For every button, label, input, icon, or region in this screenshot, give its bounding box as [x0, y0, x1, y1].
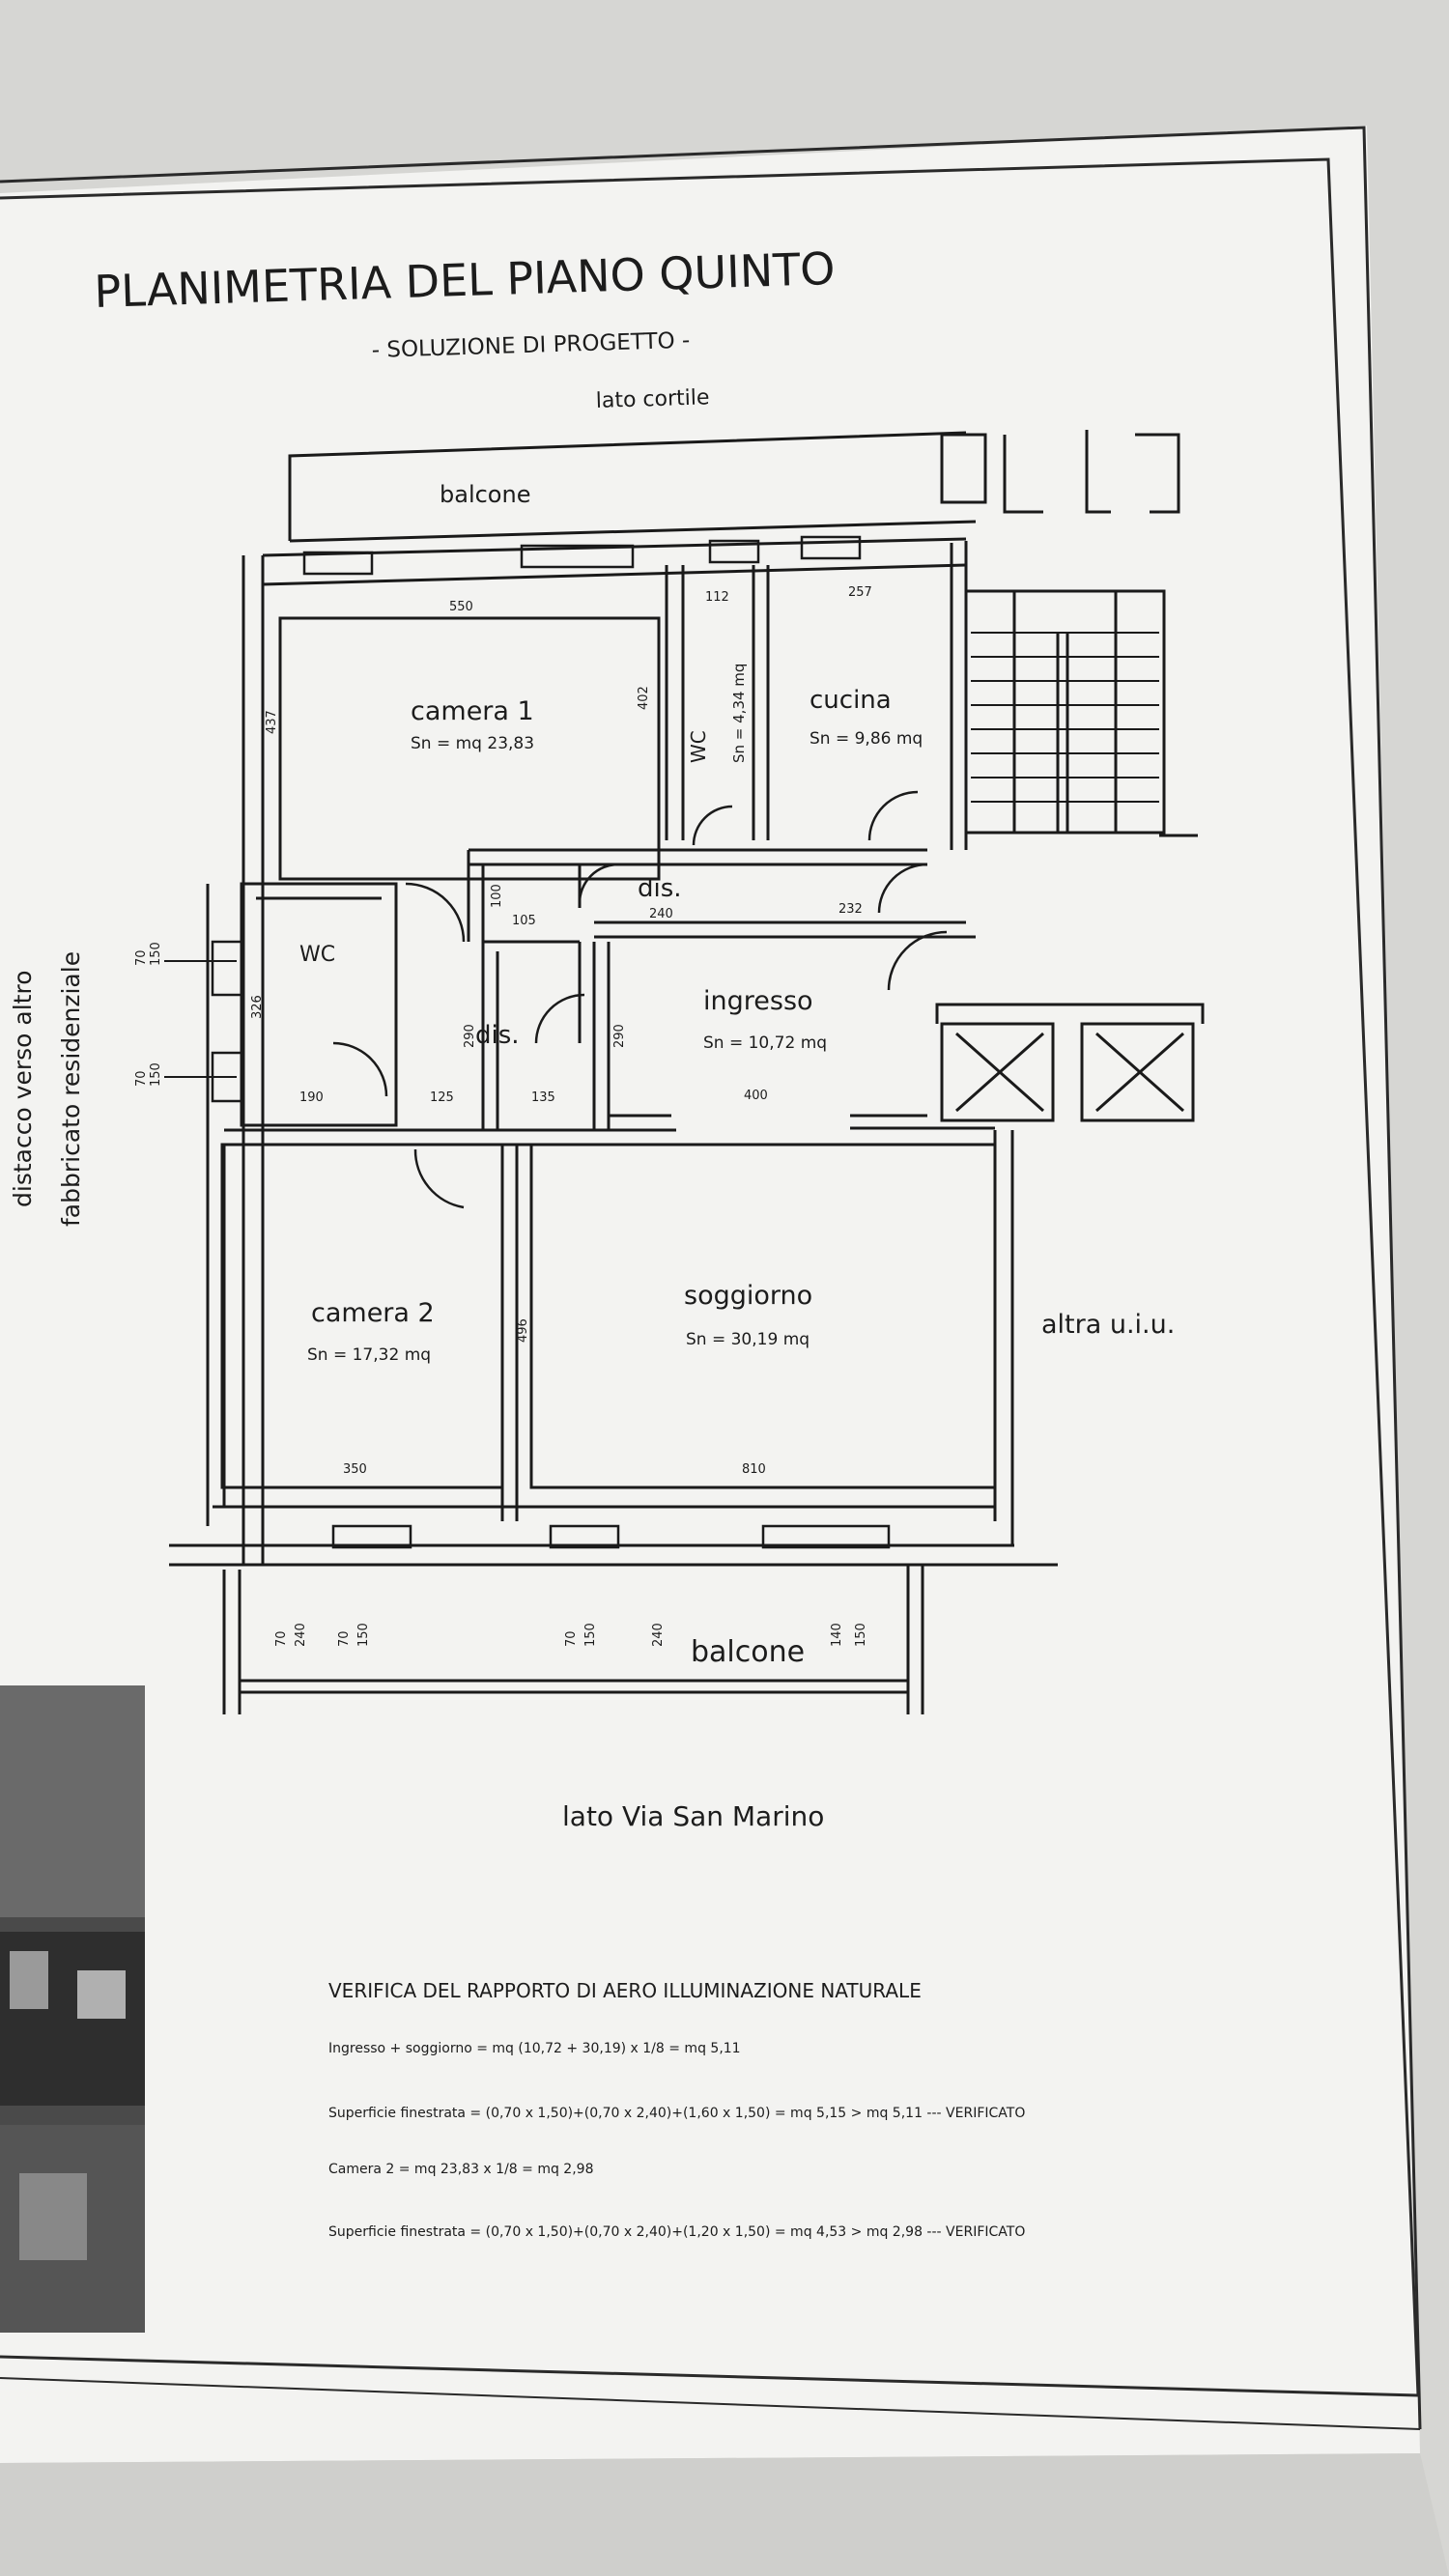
room-wc2-name: WC — [299, 943, 335, 967]
wdim-l1: 150 — [149, 942, 163, 966]
dim-290b: 290 — [612, 1024, 627, 1048]
wdim-b8: 150 — [854, 1623, 868, 1647]
dim-437: 437 — [265, 710, 279, 734]
verification-line1: Ingresso + soggiorno = mq (10,72 + 30,19… — [328, 2041, 741, 2056]
drawing-frame — [0, 126, 1422, 2430]
dim-105: 105 — [512, 914, 536, 928]
wdim-b2: 70 — [337, 1630, 352, 1647]
label-distacco-2: fabbricato residenziale — [57, 951, 85, 1227]
label-lato-cortile: lato cortile — [595, 385, 709, 413]
left-window-leaders — [164, 960, 237, 1078]
room-camera2-name: camera 2 — [311, 1298, 435, 1328]
stair-treads — [971, 632, 1159, 803]
verification-line2: Superficie finestrata = (0,70 x 1,50)+(0… — [328, 2106, 1025, 2121]
wdim-b0: 70 — [274, 1630, 289, 1647]
dim-400: 400 — [744, 1089, 768, 1103]
door-swings — [332, 790, 948, 1209]
dim-550: 550 — [449, 600, 473, 614]
room-cucina-name: cucina — [810, 686, 892, 715]
wdim-b6: 240 — [651, 1623, 666, 1647]
room-camera2-area: Sn = 17,32 mq — [307, 1345, 431, 1365]
wdim-l2: 70 — [134, 1070, 149, 1087]
label-lato-via: lato Via San Marino — [562, 1800, 824, 1832]
room-cucina-area: Sn = 9,86 mq — [810, 729, 923, 749]
dim-810: 810 — [742, 1462, 766, 1477]
dim-257: 257 — [848, 585, 872, 600]
dim-496: 496 — [516, 1318, 530, 1343]
room-balcone-bottom-name: balcone — [691, 1635, 805, 1669]
wdim-l0: 70 — [134, 949, 149, 966]
room-soggiorno-name: soggiorno — [684, 1281, 812, 1311]
label-altra-uiu: altra u.i.u. — [1041, 1310, 1175, 1340]
room-labels: camera 1 Sn = mq 23,83 WC Sn = 4,34 mq c… — [299, 481, 923, 1669]
dim-100: 100 — [490, 884, 504, 908]
room-ingresso-name: ingresso — [703, 986, 813, 1016]
floor-plan-walls — [169, 430, 1205, 1714]
verification-line3: Camera 2 = mq 23,83 x 1/8 = mq 2,98 — [328, 2162, 593, 2177]
room-camera1-name: camera 1 — [411, 696, 534, 726]
verification-heading: VERIFICA DEL RAPPORTO DI AERO ILLUMINAZI… — [328, 1979, 922, 2002]
dim-402: 402 — [637, 686, 651, 710]
room-balcone-top-name: balcone — [440, 481, 530, 508]
room-ingresso-area: Sn = 10,72 mq — [703, 1033, 827, 1053]
dim-290a: 290 — [463, 1024, 477, 1048]
dim-232: 232 — [838, 902, 863, 917]
room-dis-top-name: dis. — [638, 874, 682, 903]
wdim-b4: 70 — [564, 1630, 579, 1647]
wdim-b3: 150 — [356, 1623, 371, 1647]
label-distacco-1: distacco verso altro — [9, 970, 37, 1207]
window-dimension-labels: 70 240 70 150 70 150 240 140 150 70 150 … — [134, 942, 868, 1647]
verification-notes: VERIFICA DEL RAPPORTO DI AERO ILLUMINAZI… — [328, 1979, 1025, 2240]
room-dis-mid-name: dis. — [475, 1021, 520, 1050]
room-camera1-area: Sn = mq 23,83 — [411, 734, 534, 753]
wdim-b7: 140 — [830, 1623, 844, 1647]
room-soggiorno-area: Sn = 30,19 mq — [686, 1330, 810, 1349]
dim-125: 125 — [430, 1090, 454, 1105]
dim-135: 135 — [531, 1090, 555, 1105]
room-wc1-name: WC — [687, 730, 710, 763]
room-wc1-area: Sn = 4,34 mq — [730, 664, 748, 763]
dim-350: 350 — [343, 1462, 367, 1477]
wdim-l3: 150 — [149, 1062, 163, 1087]
dimension-labels: 550 112 257 437 402 100 105 240 232 326 … — [250, 585, 872, 1477]
dim-326: 326 — [250, 995, 265, 1019]
dim-112: 112 — [705, 590, 729, 605]
verification-line4: Superficie finestrata = (0,70 x 1,50)+(0… — [328, 2224, 1025, 2240]
dim-240: 240 — [649, 907, 673, 921]
wdim-b1: 240 — [294, 1623, 308, 1647]
photo-fragment — [0, 1685, 145, 2333]
dim-190: 190 — [299, 1090, 324, 1105]
wdim-b5: 150 — [583, 1623, 598, 1647]
